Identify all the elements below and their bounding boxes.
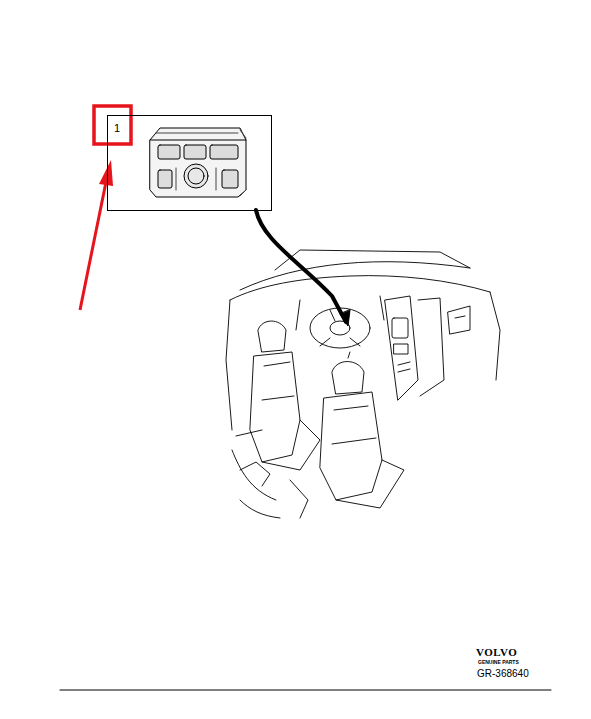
inset-frame: 1	[107, 115, 272, 211]
leader-line	[256, 210, 346, 322]
drawing-number: GR-368640	[477, 669, 529, 679]
callout-number: 1	[114, 122, 265, 134]
brand-subtitle: GENUINE PARTS	[478, 660, 519, 665]
highlight-annotation	[80, 106, 131, 310]
car-interior	[226, 250, 500, 518]
headlight-switch	[150, 128, 246, 197]
brand-name: VOLVO	[476, 647, 517, 658]
footer-rule	[60, 690, 551, 691]
